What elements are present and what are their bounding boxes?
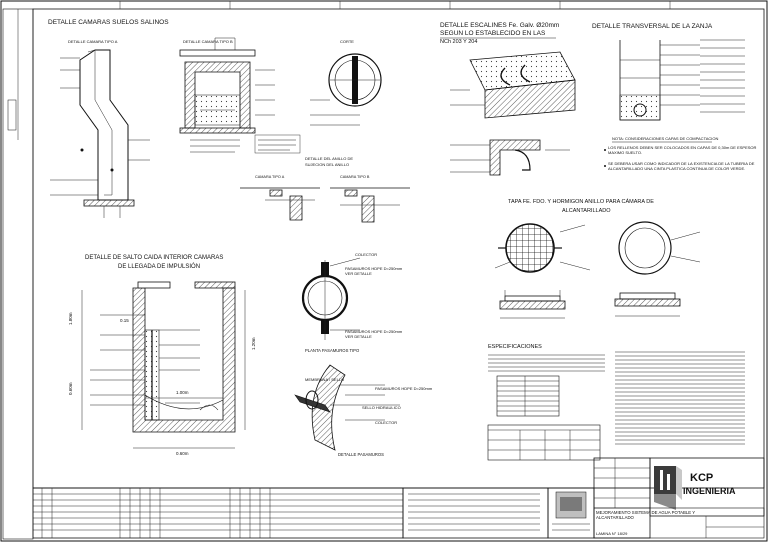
tapa-sections [499,290,681,319]
border-ticks [119,1,671,9]
project-title: MEJORAMIENTO SISTEMA DE AGUA POTABLE Y A… [596,510,696,520]
callout-pasamuros-2b: VER DETALLE [345,334,372,339]
title-escalines-2: SEGUN LO ESTABLECIDO EN LAS [440,30,546,37]
title-especificaciones: ESPECIFICACIONES [488,344,542,350]
title-transversal-zanja: DETALLE TRANSVERSAL DE LA ZANJA [592,23,713,30]
salto-caida-section [81,281,246,449]
notes-list: LOS RELLENOS DEBEN SER COLOCADOS EN CAPA… [604,146,757,171]
tapa-grid-plan [494,223,591,273]
pasamuros-detail [294,364,400,451]
label-camara-tipo-a: DETALLE CAMARA TIPO A [68,39,118,44]
label-corte: CORTE [340,39,354,44]
label-detalle-anillo-2: SUJECION DEL ANILLO [305,162,349,167]
label-detalle-anillo-1: DETALLE DEL ANILLO DE [305,156,353,161]
revision-table [32,487,404,539]
dim-240: 1.20m [251,337,256,350]
callout-pasamuros-1b: VER DETALLE [345,271,372,276]
spec-table-1 [496,375,560,417]
dim-100: 1.00m [176,390,189,395]
escalines-drawing [450,51,576,176]
label-camara-tipo-b: DETALLE CAMARA TIPO B [183,39,233,44]
title-camaras-suelos-salinos: DETALLE CAMARAS SUELOS SALINOS [48,19,169,26]
ring-detail-a [240,187,320,221]
dim-060b: 0.60m [176,451,189,456]
title-tapa-2: ALCANTARILLADO [562,208,611,214]
project-title-box [593,507,765,539]
title-salto-2: DE LLEGADA DE IMPULSIÓN [118,263,200,270]
company-name-1: KCP [690,472,713,484]
notes-heading: NOTA: CONSIDERACIONES CAPAS DE COMPACTAC… [612,136,718,141]
callout-pasamuros-3: PASAMUROS HDPE D=250mm [375,386,433,391]
label-planta-pasamuros: PLANTA PASAMUROS TIPO [305,348,360,353]
title-tapa-1: TAPA FE. FDO. Y HORMIGON ANILLO PARA CÁM… [508,198,654,205]
camara-tipo-b-section [179,37,301,154]
callout-membrana: MEMBRANA / SELLO [305,377,344,382]
title-escalines-3: NCh 203 Y 204 [440,39,477,45]
tapa-anillo-plan [618,221,701,275]
callout-sello: SELLO HIDRAULICO [362,405,401,410]
callout-colector: COLECTOR [355,252,377,257]
corte-circular-view [310,53,382,126]
label-camara-tipo-b-small: CAMARA TIPO B [340,175,370,179]
pasamuros-plan [301,257,361,340]
dim-060: 0.60m [68,382,73,395]
drawing-code: LAMINA N° 18/29 [596,531,628,536]
label-camara-tipo-a-small: CAMARA TIPO A [255,175,285,179]
company-name-2: INGENIERIA [683,486,736,496]
note-item-1: LOS RELLENOS DEBEN SER COLOCADOS EN CAPA… [608,146,757,155]
callout-pasamuros-1: PASAMUROS HDPE D=250mm [345,266,403,271]
label-detalle-pasamuros: DETALLE PASAMUROS [338,452,384,457]
general-notes-box [402,487,549,539]
ring-detail-b [330,187,410,223]
spec-table-2 [487,424,601,461]
dim-015: 0.15 [120,318,129,323]
camara-tipo-a-section [50,49,150,218]
callout-colector-2: COLECTOR [375,420,397,425]
dim-180: 1.80m [68,312,73,325]
callout-pasamuros-2: PASAMUROS HDPE D=250mm [345,329,403,334]
seal-block [547,487,595,539]
note-item-2: SE DEBERA USAR COMO INDICADOR DE LA EXIS… [608,162,755,171]
title-salto-1: DETALLE DE SALTO CAIDA INTERIOR CAMARAS [85,255,223,261]
title-escalines-1: DETALLE ESCALINES Fe. Galv. Ø20mm [440,22,559,29]
spec-text-block [488,351,745,445]
zanja-drawing [619,39,745,121]
company-logo [649,457,765,517]
